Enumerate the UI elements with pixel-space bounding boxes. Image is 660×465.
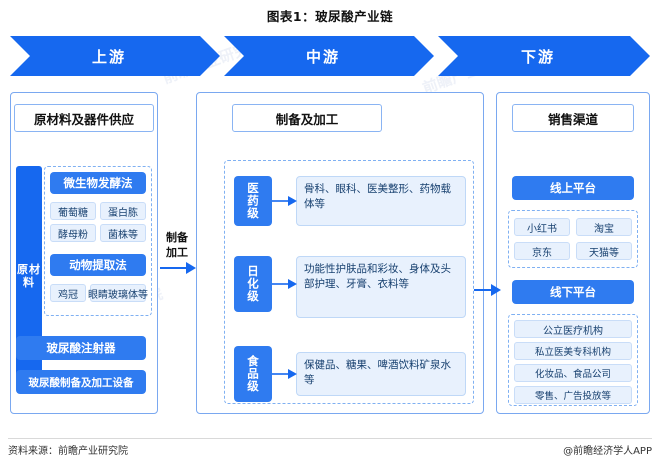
process-arrow-label: 制备加工: [166, 231, 188, 259]
grade-pharmaceutical-desc: 骨科、眼科、医美整形、药物载体等: [296, 176, 466, 226]
grade-daily-chemical-desc: 功能性护肤品和彩妆、身体及头部护理、牙膏、衣料等: [296, 256, 466, 318]
grade-food-desc: 保健品、糖果、啤酒饮料矿泉水等: [296, 352, 466, 396]
method-animal-extraction[interactable]: 动物提取法: [50, 254, 146, 276]
material-glucose: 葡萄糖: [50, 202, 96, 220]
upstream-heading: 原材料及器件供应: [14, 104, 154, 132]
offline-private-clinic: 私立医美专科机构: [514, 342, 632, 360]
source-text: 资料来源：前瞻产业研究院: [8, 446, 128, 457]
offline-public-medical: 公立医疗机构: [514, 320, 632, 338]
device-injector[interactable]: 玻尿酸注射器: [16, 336, 146, 360]
grade-food[interactable]: 食品级: [234, 346, 272, 402]
footer-divider: [8, 438, 652, 439]
platform-tmall: 天猫等: [576, 242, 632, 260]
grade-pharmaceutical[interactable]: 医药级: [234, 176, 272, 226]
arrow-midstream-to-downstream: [474, 284, 501, 296]
midstream-heading: 制备及加工: [232, 104, 382, 132]
offline-cosmetics-food-company: 化妆品、食品公司: [514, 364, 632, 382]
stage-downstream: 下游: [438, 36, 650, 76]
arrow-to-daily-chemical: [272, 279, 297, 289]
stage-downstream-label: 下游: [520, 47, 555, 66]
grade-food-label: 食品级: [246, 355, 260, 393]
channel-online-title[interactable]: 线上平台: [512, 176, 634, 200]
material-strains: 菌株等: [100, 224, 146, 242]
stage-midstream: 中游: [224, 36, 434, 76]
offline-retail-advertising: 零售、广告投放等: [514, 386, 632, 404]
platform-taobao: 淘宝: [576, 218, 632, 236]
grade-daily-chemical-label: 日化级: [246, 265, 260, 303]
material-vitreous-body: 眼睛玻璃体等: [88, 284, 148, 302]
platform-jd: 京东: [514, 242, 570, 260]
stage-midstream-label: 中游: [305, 47, 340, 66]
platform-xiaohongshu: 小红书: [514, 218, 570, 236]
arrow-to-pharmaceutical: [272, 196, 297, 206]
downstream-heading: 销售渠道: [512, 104, 634, 132]
device-production-equipment[interactable]: 玻尿酸制备及加工设备: [16, 370, 146, 394]
arrow-to-food: [272, 369, 297, 379]
channel-offline-title[interactable]: 线下平台: [512, 280, 634, 304]
stage-band: 上游 中游 下游: [10, 36, 650, 76]
grade-pharmaceutical-label: 医药级: [246, 182, 260, 220]
material-peptone: 蛋白胨: [100, 202, 146, 220]
page-title: 图表1：玻尿酸产业链: [266, 9, 394, 24]
material-yeast-powder: 酵母粉: [50, 224, 96, 242]
brand-text: @前瞻经济学人APP: [563, 446, 652, 457]
arrow-upstream-to-midstream: [160, 262, 196, 274]
material-cockscomb: 鸡冠: [50, 284, 86, 302]
method-fermentation[interactable]: 微生物发酵法: [50, 172, 146, 194]
grade-daily-chemical[interactable]: 日化级: [234, 256, 272, 312]
stage-upstream-label: 上游: [91, 47, 126, 66]
stage-upstream: 上游: [10, 36, 220, 76]
